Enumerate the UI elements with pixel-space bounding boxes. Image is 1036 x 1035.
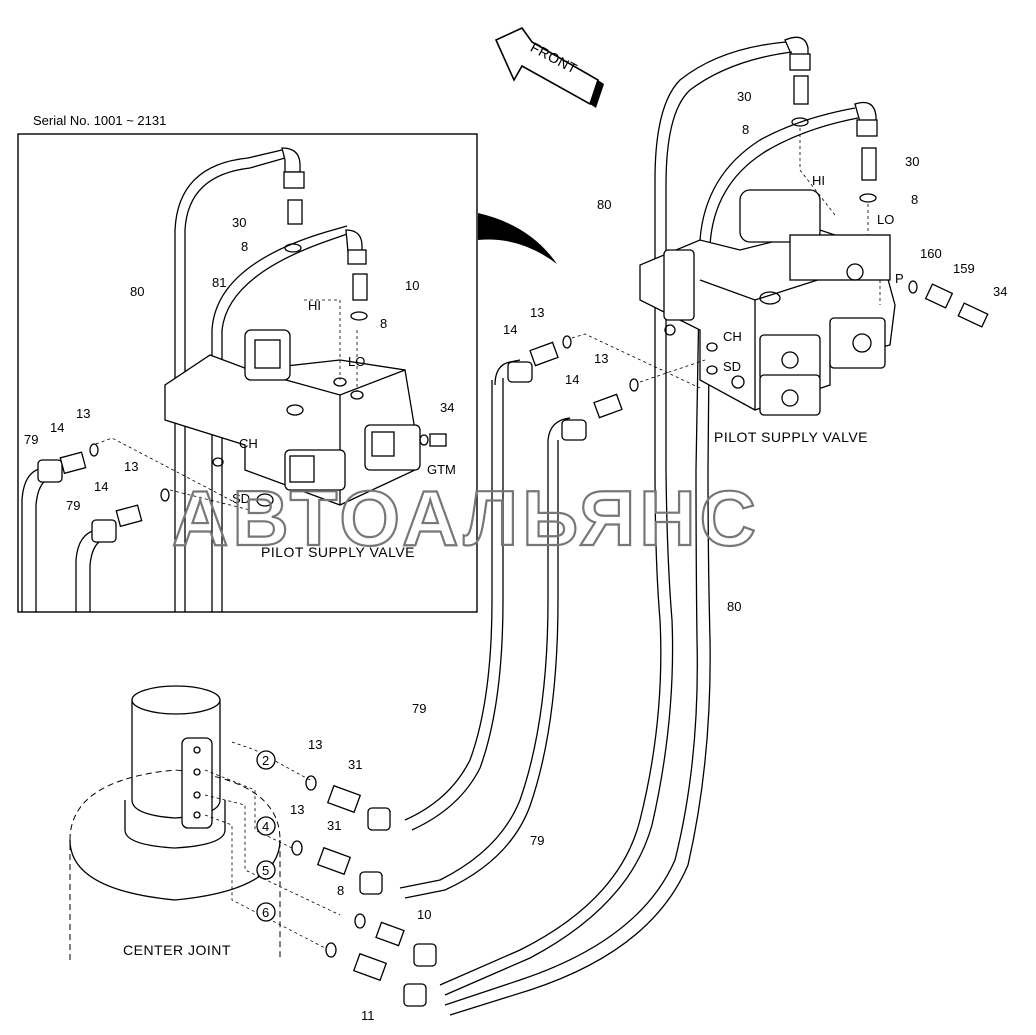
callout-34: 34 [993, 284, 1007, 299]
callout-80b: 80 [727, 599, 741, 614]
callout-80a: 80 [597, 197, 611, 212]
callout-13a: 13 [530, 305, 544, 320]
main-drawing [69, 36, 989, 1016]
callout-10: 10 [417, 907, 431, 922]
front-arrow: FRONT [494, 26, 604, 108]
main-port-ch: CH [723, 329, 742, 344]
callout-8a: 8 [742, 122, 749, 137]
callout-160: 160 [920, 246, 942, 261]
inset-port-lo: LO [348, 354, 365, 369]
inset-callout-14a: 14 [50, 420, 64, 435]
inset-callout-13b: 13 [124, 459, 138, 474]
main-port-hi: HI [812, 173, 825, 188]
inset-drawing [21, 147, 447, 612]
callout-79a: 79 [412, 701, 426, 716]
joint-port-4: 4 [262, 819, 269, 834]
callout-31b: 31 [327, 818, 341, 833]
inset-pointer-arrow [478, 213, 557, 264]
callout-159: 159 [953, 261, 975, 276]
center-joint-label: CENTER JOINT [123, 942, 231, 958]
callout-13d: 13 [290, 802, 304, 817]
joint-port-6: 6 [262, 905, 269, 920]
callout-14a: 14 [503, 322, 517, 337]
inset-callout-79b: 79 [66, 498, 80, 513]
inset-port-gtm: GTM [427, 462, 456, 477]
callout-8c: 8 [337, 883, 344, 898]
main-labels: PILOT SUPPLY VALVE CENTER JOINT HI LO CH… [123, 89, 1007, 1023]
callout-13b: 13 [594, 351, 608, 366]
callout-14b: 14 [565, 372, 579, 387]
inset-port-ch: CH [239, 436, 258, 451]
main-valve-label: PILOT SUPPLY VALVE [714, 429, 868, 445]
main-port-lo: LO [877, 212, 894, 227]
inset-port-hi: HI [308, 298, 321, 313]
callout-30a: 30 [737, 89, 751, 104]
callout-79b: 79 [530, 833, 544, 848]
inset-callout-10: 10 [405, 278, 419, 293]
inset-callout-30: 30 [232, 215, 246, 230]
inset-valve-label: PILOT SUPPLY VALVE [261, 544, 415, 560]
inset-labels: PILOT SUPPLY VALVE HI LO CH SD GTM 30 8 … [24, 215, 456, 560]
inset-callout-80: 80 [130, 284, 144, 299]
callout-13c: 13 [308, 737, 322, 752]
inset-callout-79a: 79 [24, 432, 38, 447]
inset-callout-8b: 8 [380, 316, 387, 331]
serial-note: Serial No. 1001 ~ 2131 [33, 113, 166, 128]
inset-callout-14b: 14 [94, 479, 108, 494]
main-port-p: P [895, 271, 904, 286]
watermark: АВТОАЛЬЯНС [172, 474, 760, 562]
inset-frame [17, 133, 478, 613]
callout-30b: 30 [905, 154, 919, 169]
callout-8b: 8 [911, 192, 918, 207]
inset-callout-34: 34 [440, 400, 454, 415]
inset-callout-13a: 13 [76, 406, 90, 421]
main-port-sd: SD [723, 359, 741, 374]
inset-callout-81: 81 [212, 275, 226, 290]
callout-31a: 31 [348, 757, 362, 772]
joint-port-5: 5 [262, 863, 269, 878]
inset-callout-8a: 8 [241, 239, 248, 254]
callout-11: 11 [361, 1008, 375, 1023]
joint-port-2: 2 [262, 753, 269, 768]
inset-port-sd: SD [232, 491, 250, 506]
